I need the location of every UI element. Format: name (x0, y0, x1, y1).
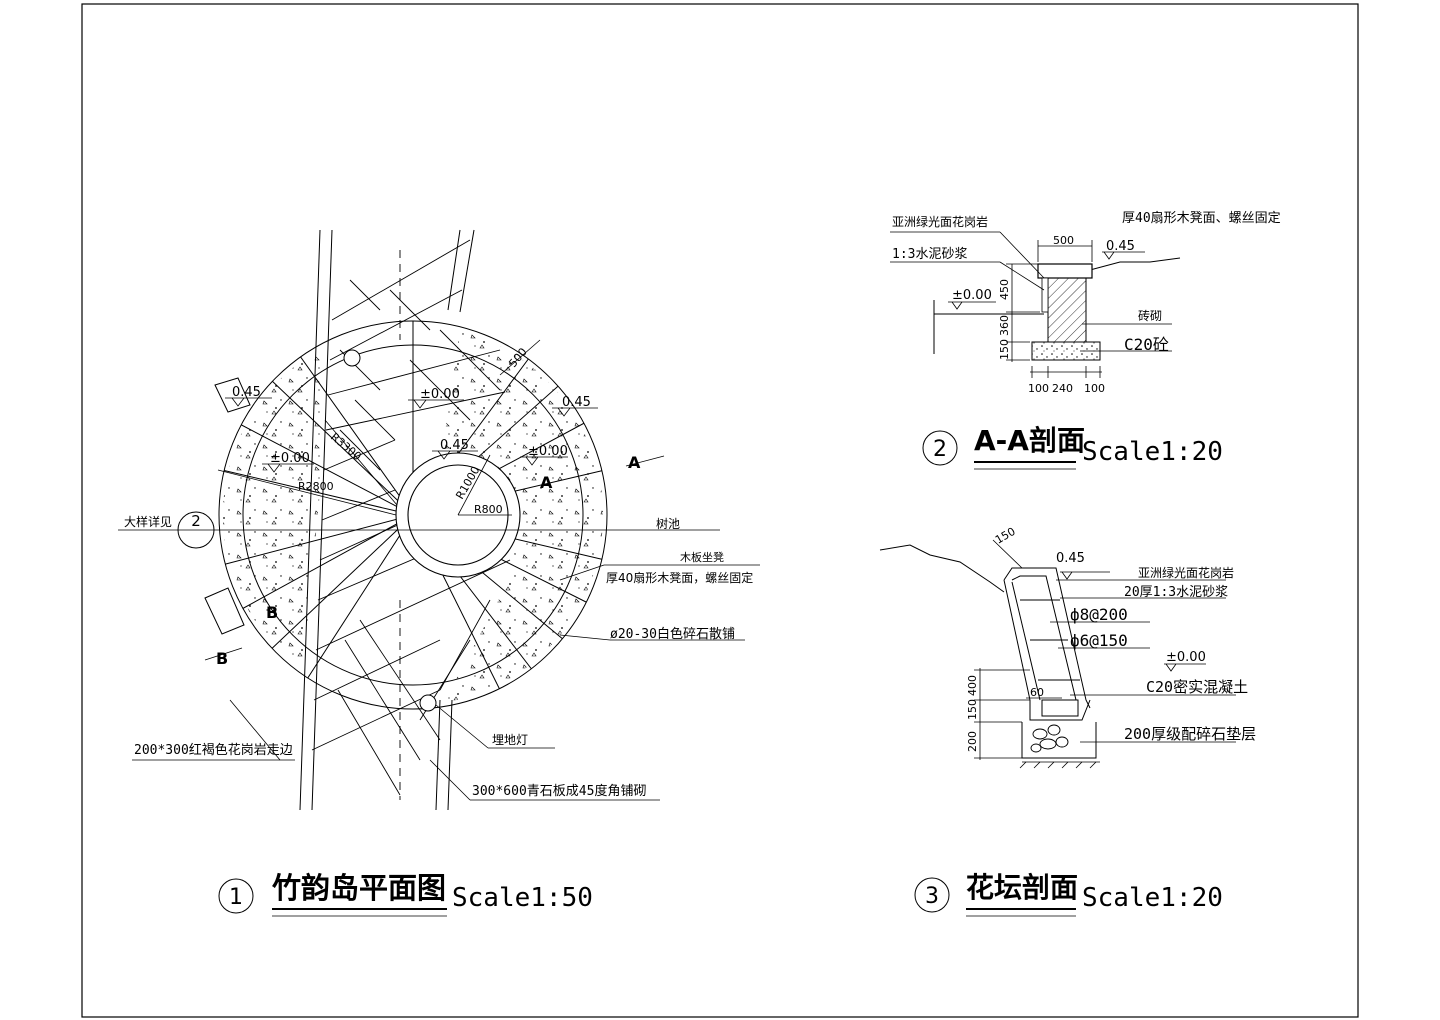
bed-mortar: 20厚1:3水泥砂浆 (1124, 585, 1228, 600)
aa-granite: 亚洲绿光面花岗岩 (892, 214, 988, 229)
bed-title: 花坛剖面 (966, 871, 1078, 904)
ground-lamp-bottom (419, 694, 437, 712)
bed-concrete: C20密实混凝土 (1146, 678, 1248, 696)
bed-lv000: ±0.00 (1166, 650, 1206, 665)
bed-rebar8: ф8@200 (1070, 605, 1128, 624)
plan-level-right2: ±0.00 (528, 444, 568, 459)
paving-grid (311, 239, 511, 800)
plan-section-b2: B (216, 649, 228, 668)
plan-title: 竹韵岛平面图 (272, 871, 446, 905)
bed-rebar6: ф6@150 (1070, 631, 1128, 650)
plan-walk: 200*300红褐色花岗岩走边 (134, 742, 293, 758)
plan-tree-pool: 树池 (656, 516, 680, 531)
aa-dim100a: 100 (1028, 382, 1049, 395)
plan-level-center: 0.45 (440, 438, 469, 453)
plan-title-number: 1 (229, 885, 243, 910)
detail-callout: 2 (177, 511, 215, 549)
aa-title-number: 2 (933, 437, 947, 462)
plan-bench: 木板坐凳 (680, 550, 724, 564)
sheet-border (81, 3, 1359, 1018)
aa-dim150: 150 (998, 339, 1011, 360)
plan-level-left: 0.45 (232, 385, 261, 400)
aa-brick: 砖砌 (1138, 308, 1162, 323)
aa-dim240: 240 (1052, 382, 1073, 395)
aa-dim500: 500 (1053, 234, 1074, 247)
bed-lv045: 0.45 (1056, 551, 1085, 566)
plan-section-a2: A (628, 453, 641, 472)
plan-r800: R800 (474, 503, 503, 516)
aa-lv000: ±0.00 (952, 288, 992, 303)
aa-bench-top (1037, 263, 1093, 279)
plan-detail-ref: 大样详见 (124, 514, 172, 529)
plan-bench-desc: 厚40扇形木凳面，螺丝固定 (606, 570, 753, 585)
aa-dim360: 360 (998, 315, 1011, 336)
plan-level-left2: ±0.00 (270, 451, 310, 466)
plan-gravel: ø20-30白色碎石散铺 (610, 626, 735, 642)
aa-title: A-A剖面 (974, 424, 1085, 457)
plan-level-right: 0.45 (562, 395, 591, 410)
bed-title-number: 3 (925, 884, 939, 909)
aa-dim100b: 100 (1084, 382, 1105, 395)
detail-callout-number: 2 (191, 512, 201, 530)
plan-paving: 300*600青石板成45度角铺砌 (472, 783, 646, 799)
bed-dim150-top: 150 (993, 525, 1018, 547)
bench-blocks (204, 377, 251, 635)
aa-c20: C20砼 (1124, 335, 1169, 354)
plan-title-block: 1 竹韵岛平面图 Scale1:50 (218, 871, 593, 917)
bed-dim200: 200 (966, 731, 979, 752)
ground-lamp-top (343, 349, 361, 367)
bed-scale: Scale1:20 (1082, 883, 1223, 913)
aa-lv045: 0.45 (1106, 239, 1135, 254)
plan-r2800: R2800 (298, 480, 334, 493)
bed-gravel: 200厚级配碎石垫层 (1124, 725, 1256, 743)
bed-gravel-stones (1030, 724, 1069, 753)
section-bed: 150 0.45 亚洲绿光面花岗岩 20厚1:3水泥砂浆 ф8@200 ф6@1… (879, 525, 1256, 917)
aa-brick-body (1047, 277, 1087, 343)
plan-view: 2 大样详见 0.45 ±0.00 0.45 ±0.00 ±0.00 0.45 … (118, 229, 760, 917)
aa-bench-top-desc: 厚40扇形木凳面、螺丝固定 (1122, 210, 1281, 226)
plan-scale: Scale1:50 (452, 883, 593, 913)
bed-title-block: 3 花坛剖面 Scale1:20 (914, 871, 1223, 917)
aa-scale: Scale1:20 (1082, 437, 1223, 467)
section-aa: 亚洲绿光面花岗岩 1:3水泥砂浆 厚40扇形木凳面、螺丝固定 500 0.45 … (890, 210, 1281, 470)
aa-mortar: 1:3水泥砂浆 (892, 247, 967, 262)
plan-light: 埋地灯 (492, 733, 528, 747)
aa-dim450: 450 (998, 279, 1011, 300)
plan-section-b: B (266, 603, 278, 622)
aa-title-block: 2 A-A剖面 Scale1:20 (922, 424, 1223, 470)
bed-dim60: 60 (1030, 686, 1044, 699)
bed-dim400: 400 (966, 675, 979, 696)
bed-dim150: 150 (966, 699, 979, 720)
bed-granite: 亚洲绿光面花岗岩 (1138, 565, 1234, 580)
plan-section-a: A (540, 473, 553, 492)
plan-level-mid: ±0.00 (420, 387, 460, 402)
